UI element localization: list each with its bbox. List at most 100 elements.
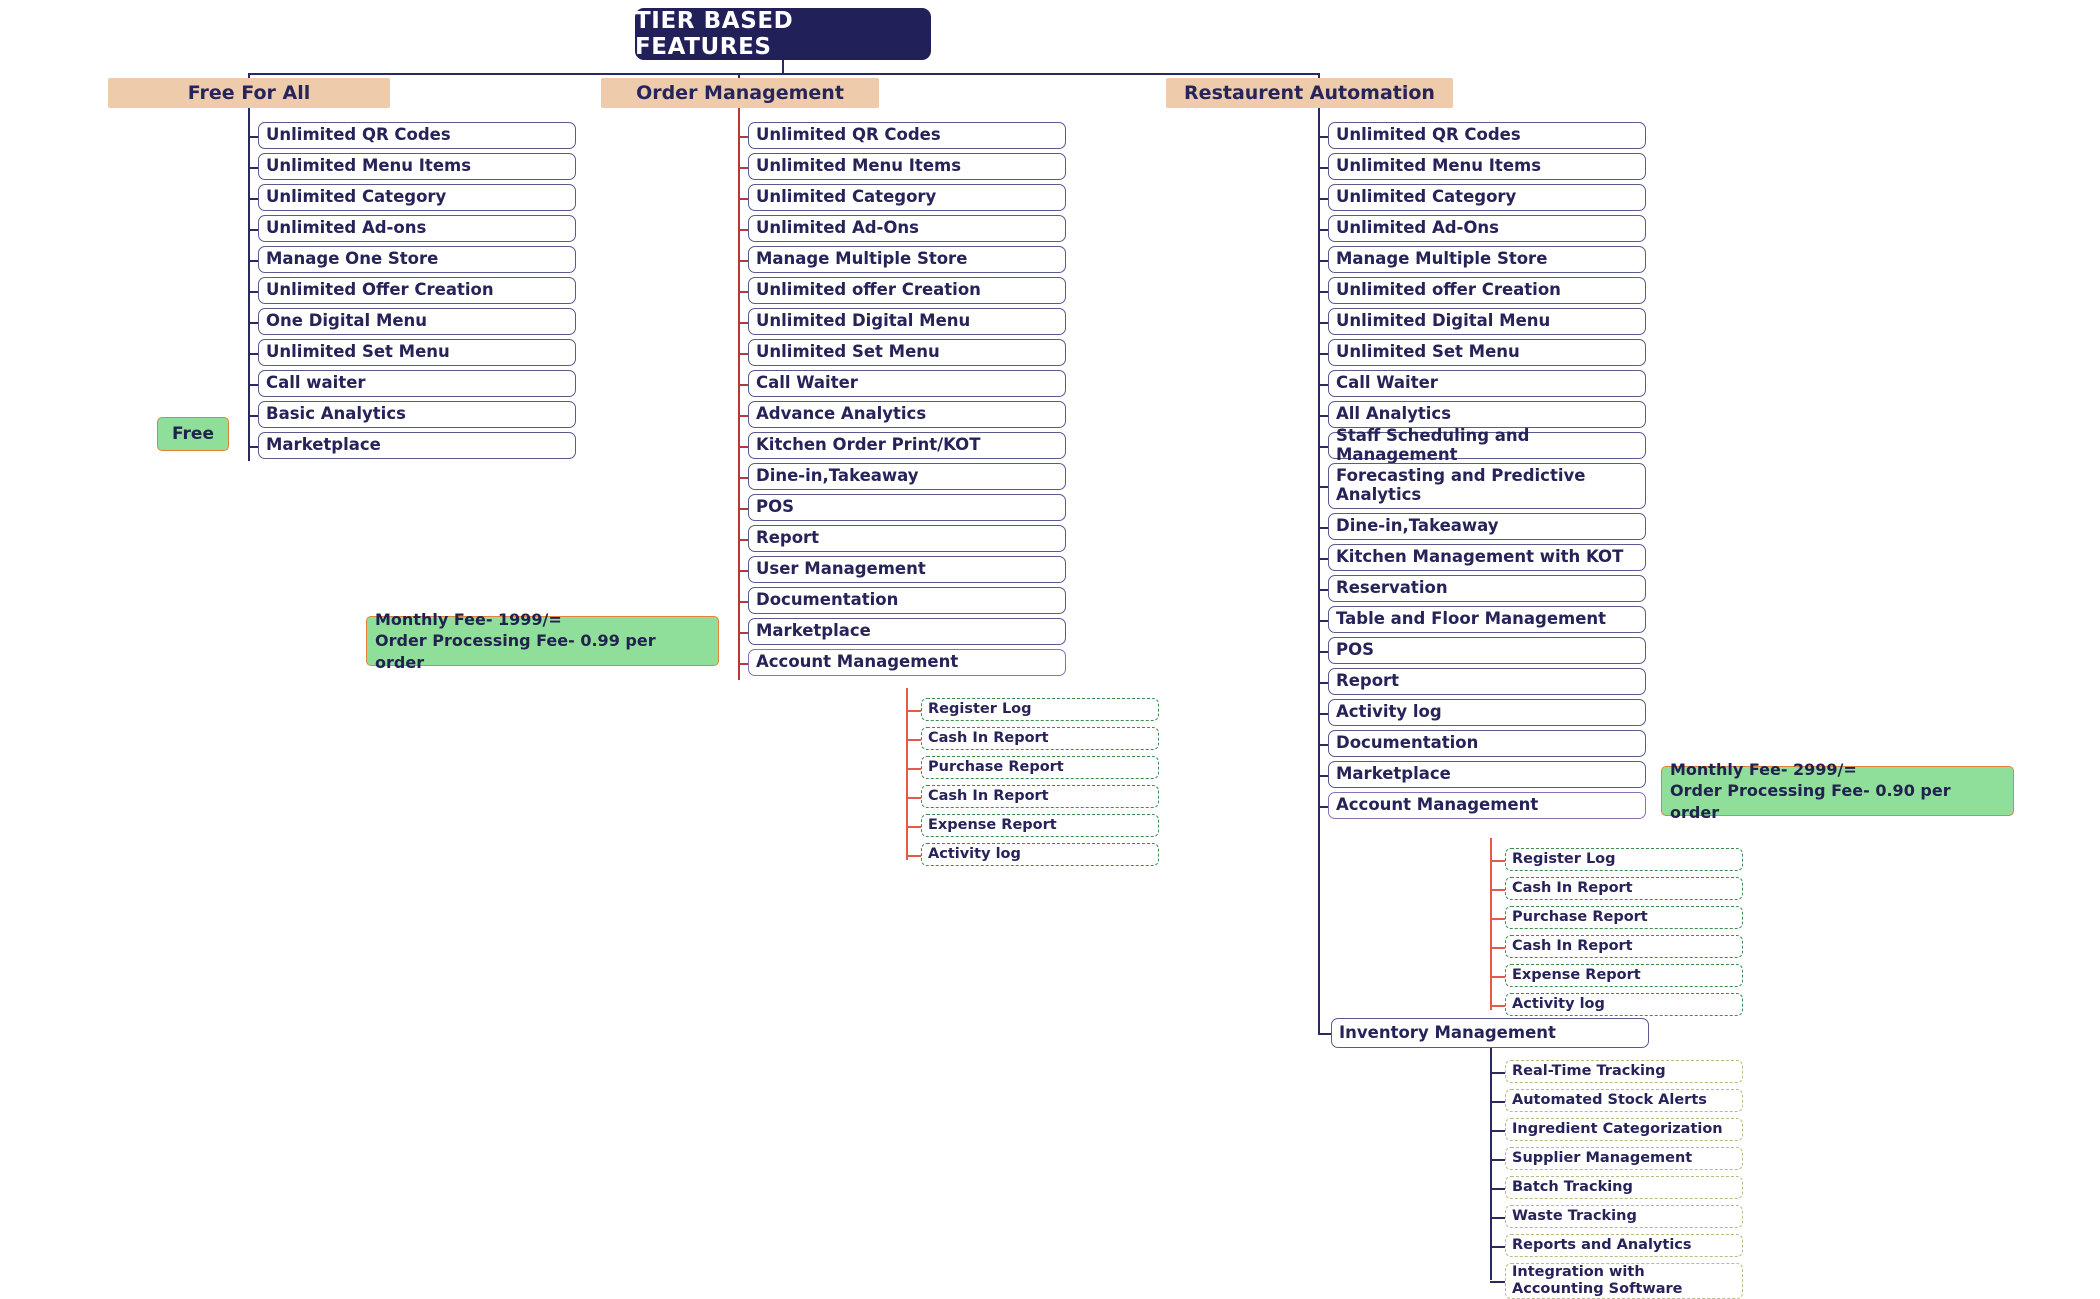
tier3-feature-node[interactable]: Unlimited Menu Items	[1328, 153, 1646, 180]
tier1-price-badge[interactable]: Free	[157, 417, 229, 451]
tier3-feature-node[interactable]: Table and Floor Management	[1328, 606, 1646, 633]
tier3-feature-node[interactable]: Unlimited offer Creation	[1328, 277, 1646, 304]
tier2-feature-node[interactable]: Unlimited offer Creation	[748, 277, 1066, 304]
tier1-feature-node[interactable]: Unlimited Category	[258, 184, 576, 211]
tier3-feature-node[interactable]: Unlimited Category	[1328, 184, 1646, 211]
tier2-feature-node[interactable]: Unlimited Digital Menu	[748, 308, 1066, 335]
tier2-account-child-connector	[906, 825, 921, 828]
tier2-account-child-connector	[906, 854, 921, 857]
tier2-account-mgmt-spine	[906, 688, 908, 860]
tier3-feature-node[interactable]: Documentation	[1328, 730, 1646, 757]
tier2-feature-node[interactable]: User Management	[748, 556, 1066, 583]
tier3-account-child-node[interactable]: Cash In Report	[1505, 935, 1743, 958]
inventory-management-node[interactable]: Inventory Management	[1331, 1018, 1649, 1048]
tier2-feature-connector	[738, 538, 748, 541]
tier2-feature-node[interactable]: Advance Analytics	[748, 401, 1066, 428]
inventory-child-node[interactable]: Waste Tracking	[1505, 1205, 1743, 1228]
tier2-feature-connector	[738, 414, 748, 417]
tier2-account-child-node[interactable]: Expense Report	[921, 814, 1159, 837]
tier1-feature-node[interactable]: Unlimited Set Menu	[258, 339, 576, 366]
inventory-child-node[interactable]: Reports and Analytics	[1505, 1234, 1743, 1257]
tier3-feature-connector	[1318, 588, 1328, 591]
tier3-account-child-connector	[1490, 917, 1505, 920]
inventory-child-node[interactable]: Ingredient Categorization	[1505, 1118, 1743, 1141]
tier2-feature-node[interactable]: Manage Multiple Store	[748, 246, 1066, 273]
tier2-feature-connector	[738, 290, 748, 293]
tier1-feature-node[interactable]: Manage One Store	[258, 246, 576, 273]
tier2-feature-node[interactable]: Unlimited Set Menu	[748, 339, 1066, 366]
tier1-feature-connector	[248, 414, 258, 417]
tier3-feature-connector	[1318, 486, 1328, 488]
tier2-account-child-node[interactable]: Activity log	[921, 843, 1159, 866]
inventory-spine-connector	[1490, 1048, 1492, 1280]
tier3-feature-node[interactable]: Kitchen Management with KOT	[1328, 544, 1646, 571]
inventory-child-node[interactable]: Supplier Management	[1505, 1147, 1743, 1170]
tier3-feature-node[interactable]: Call Waiter	[1328, 370, 1646, 397]
tier2-feature-node[interactable]: Dine-in,Takeaway	[748, 463, 1066, 490]
tier3-feature-connector	[1318, 681, 1328, 684]
tier1-feature-connector	[248, 197, 258, 200]
tier3-account-child-connector	[1490, 946, 1505, 949]
tier3-feature-node[interactable]: Unlimited Digital Menu	[1328, 308, 1646, 335]
tier3-feature-connector	[1318, 135, 1328, 138]
tier2-feature-node[interactable]: Unlimited Category	[748, 184, 1066, 211]
tier2-price-badge[interactable]: Monthly Fee- 1999/= Order Processing Fee…	[366, 610, 719, 672]
tier2-feature-node[interactable]: Marketplace	[748, 618, 1066, 645]
inventory-child-connector	[1490, 1281, 1505, 1283]
tier2-account-child-node[interactable]: Cash In Report	[921, 727, 1159, 750]
tier2-account-child-node[interactable]: Register Log	[921, 698, 1159, 721]
tier3-feature-node[interactable]: Staff Scheduling and Management	[1328, 426, 1646, 463]
tier3-feature-node[interactable]: Unlimited Ad-Ons	[1328, 215, 1646, 242]
tier2-feature-node[interactable]: Documentation	[748, 587, 1066, 614]
tier1-feature-connector	[248, 445, 258, 448]
tier3-feature-node[interactable]: Forecasting and Predictive Analytics	[1328, 463, 1646, 509]
tier3-account-child-node[interactable]: Register Log	[1505, 848, 1743, 871]
tier3-account-child-node[interactable]: Cash In Report	[1505, 877, 1743, 900]
tier2-feature-node[interactable]: Kitchen Order Print/KOT	[748, 432, 1066, 459]
tier1-feature-node[interactable]: Unlimited Ad-ons	[258, 215, 576, 242]
tier1-feature-node[interactable]: One Digital Menu	[258, 308, 576, 335]
tier3-account-child-node[interactable]: Purchase Report	[1505, 906, 1743, 929]
tier1-feature-node[interactable]: Basic Analytics	[258, 401, 576, 428]
tier1-feature-node[interactable]: Marketplace	[258, 432, 576, 459]
tier3-feature-node[interactable]: POS	[1328, 637, 1646, 664]
tier2-feature-node[interactable]: Report	[748, 525, 1066, 552]
tier3-feature-node[interactable]: Manage Multiple Store	[1328, 246, 1646, 273]
inventory-child-node[interactable]: Batch Tracking	[1505, 1176, 1743, 1199]
tier-header-order-management[interactable]: Order Management	[601, 78, 879, 108]
inventory-child-node[interactable]: Real-Time Tracking	[1505, 1060, 1743, 1083]
tier-header-free-for-all[interactable]: Free For All	[108, 78, 390, 108]
tier3-feature-node[interactable]: Activity log	[1328, 699, 1646, 726]
tier3-feature-node[interactable]: Unlimited QR Codes	[1328, 122, 1646, 149]
tier3-feature-node[interactable]: Account Management	[1328, 792, 1646, 819]
tier3-account-child-node[interactable]: Activity log	[1505, 993, 1743, 1016]
inventory-child-node[interactable]: Integration with Accounting Software	[1505, 1263, 1743, 1299]
tier3-feature-node[interactable]: Reservation	[1328, 575, 1646, 602]
tier2-feature-node[interactable]: Unlimited QR Codes	[748, 122, 1066, 149]
tier2-feature-node[interactable]: Unlimited Ad-Ons	[748, 215, 1066, 242]
tier2-feature-node[interactable]: Call Waiter	[748, 370, 1066, 397]
tier3-price-badge[interactable]: Monthly Fee- 2999/= Order Processing Fee…	[1661, 760, 2014, 822]
tier3-feature-node[interactable]: All Analytics	[1328, 401, 1646, 428]
tier2-account-child-node[interactable]: Cash In Report	[921, 785, 1159, 808]
tier2-account-child-node[interactable]: Purchase Report	[921, 756, 1159, 779]
tier2-feature-node[interactable]: POS	[748, 494, 1066, 521]
tier3-account-child-node[interactable]: Expense Report	[1505, 964, 1743, 987]
tier3-feature-node[interactable]: Unlimited Set Menu	[1328, 339, 1646, 366]
tier3-account-child-connector	[1490, 1004, 1505, 1007]
tier1-feature-node[interactable]: Unlimited Menu Items	[258, 153, 576, 180]
root-bus-connector	[248, 73, 1320, 75]
tier2-feature-node[interactable]: Unlimited Menu Items	[748, 153, 1066, 180]
tier1-feature-node[interactable]: Unlimited Offer Creation	[258, 277, 576, 304]
tier3-feature-node[interactable]: Marketplace	[1328, 761, 1646, 788]
tier-header-restaurant-automation[interactable]: Restaurent Automation	[1166, 78, 1453, 108]
tier3-feature-node[interactable]: Dine-in,Takeaway	[1328, 513, 1646, 540]
tier1-feature-node[interactable]: Unlimited QR Codes	[258, 122, 576, 149]
tier3-feature-connector	[1318, 414, 1328, 417]
tier3-feature-node[interactable]: Report	[1328, 668, 1646, 695]
tier1-feature-node[interactable]: Call waiter	[258, 370, 576, 397]
root-title-node[interactable]: TIER BASED FEATURES	[635, 8, 931, 60]
tier2-feature-node[interactable]: Account Management	[748, 649, 1066, 676]
inventory-child-node[interactable]: Automated Stock Alerts	[1505, 1089, 1743, 1112]
